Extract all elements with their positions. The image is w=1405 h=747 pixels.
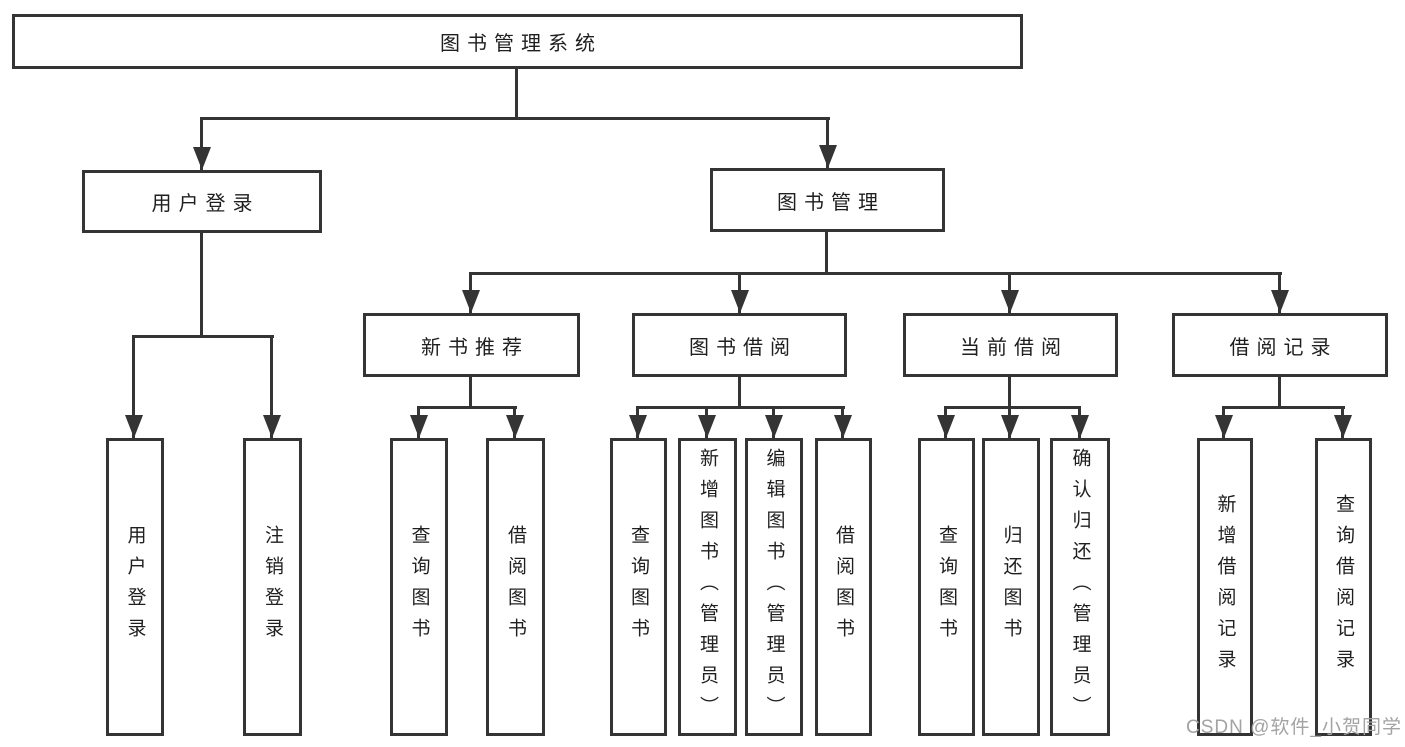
node-leaf-rec-query-books: 查询图书 xyxy=(390,438,448,736)
arrowhead-edit-books xyxy=(765,415,783,438)
arrowhead-confirm-return xyxy=(1071,415,1089,438)
node-leaf-user-login: 用户登录 xyxy=(106,438,164,736)
arrowhead-query-record xyxy=(1334,415,1352,438)
node-leaf-query-borrow-record: 查询借阅记录 xyxy=(1315,438,1372,736)
arrowhead-user-login xyxy=(193,147,211,170)
arrowhead-borrow-books xyxy=(834,415,852,438)
connector-user-login-branch xyxy=(133,335,274,338)
node-leaf-return-books: 归还图书 xyxy=(982,438,1040,736)
connector-root-stem xyxy=(515,69,518,120)
arrowhead-add-books xyxy=(698,415,716,438)
node-new-book-recommend: 新书推荐 xyxy=(363,313,580,377)
connector-to-book-management xyxy=(826,117,829,168)
node-leaf-logout: 注销登录 xyxy=(243,438,302,736)
connector-records-branch xyxy=(1222,406,1345,409)
csdn-watermark: CSDN @软件_小贺同学 xyxy=(1186,717,1402,738)
node-leaf-edit-books-admin: 编辑图书（管理员） xyxy=(745,438,803,736)
arrowhead-book-management xyxy=(819,145,837,168)
arrowhead-rec-borrow xyxy=(506,415,524,438)
arrowhead-book-borrow xyxy=(731,290,749,313)
connector-current-branch xyxy=(944,406,1081,409)
node-leaf-add-books-admin: 新增图书（管理员） xyxy=(678,438,737,736)
connector-rec-branch xyxy=(418,406,517,409)
arrowhead-rec-query xyxy=(410,415,428,438)
arrowhead-return-books xyxy=(1001,415,1019,438)
node-user-login: 用户登录 xyxy=(82,170,322,233)
node-leaf-confirm-return-admin: 确认归还（管理员） xyxy=(1050,438,1110,736)
connector-current-stem xyxy=(1008,377,1011,409)
arrowhead-borrow-records xyxy=(1271,290,1289,313)
node-leaf-cur-query-books: 查询图书 xyxy=(918,438,975,736)
connector-records-stem xyxy=(1278,377,1281,409)
connector-to-leaf-logout xyxy=(270,335,273,438)
arrowhead-borrow-query xyxy=(629,415,647,438)
connector-book-mgmt-stem xyxy=(825,232,828,275)
connector-borrow-branch xyxy=(637,406,845,409)
arrowhead-current-borrow xyxy=(1001,290,1019,313)
node-leaf-borrow-query-books: 查询图书 xyxy=(610,438,667,736)
connector-root-branch xyxy=(200,117,830,120)
node-borrow-records: 借阅记录 xyxy=(1172,313,1388,377)
node-current-borrow: 当前借阅 xyxy=(903,313,1118,377)
connector-to-leaf-user-login xyxy=(132,335,135,438)
arrowhead-cur-query xyxy=(937,415,955,438)
node-leaf-add-borrow-record: 新增借阅记录 xyxy=(1197,438,1253,736)
arrowhead-new-book-recommend xyxy=(462,290,480,313)
connector-user-login-stem xyxy=(200,233,203,338)
node-leaf-rec-borrow-books: 借阅图书 xyxy=(486,438,545,736)
node-book-management: 图书管理 xyxy=(710,168,945,232)
connector-rec-stem xyxy=(469,377,472,409)
node-book-borrow: 图书借阅 xyxy=(632,313,847,377)
arrowhead-add-record xyxy=(1215,415,1233,438)
node-root: 图书管理系统 xyxy=(12,14,1023,69)
connector-to-user-login xyxy=(200,117,203,170)
arrowhead-leaf-user-login xyxy=(125,415,143,438)
node-leaf-borrow-borrow-books: 借阅图书 xyxy=(815,438,872,736)
connector-borrow-stem xyxy=(738,377,741,409)
arrowhead-leaf-logout xyxy=(263,415,281,438)
connector-book-mgmt-branch xyxy=(470,272,1282,275)
